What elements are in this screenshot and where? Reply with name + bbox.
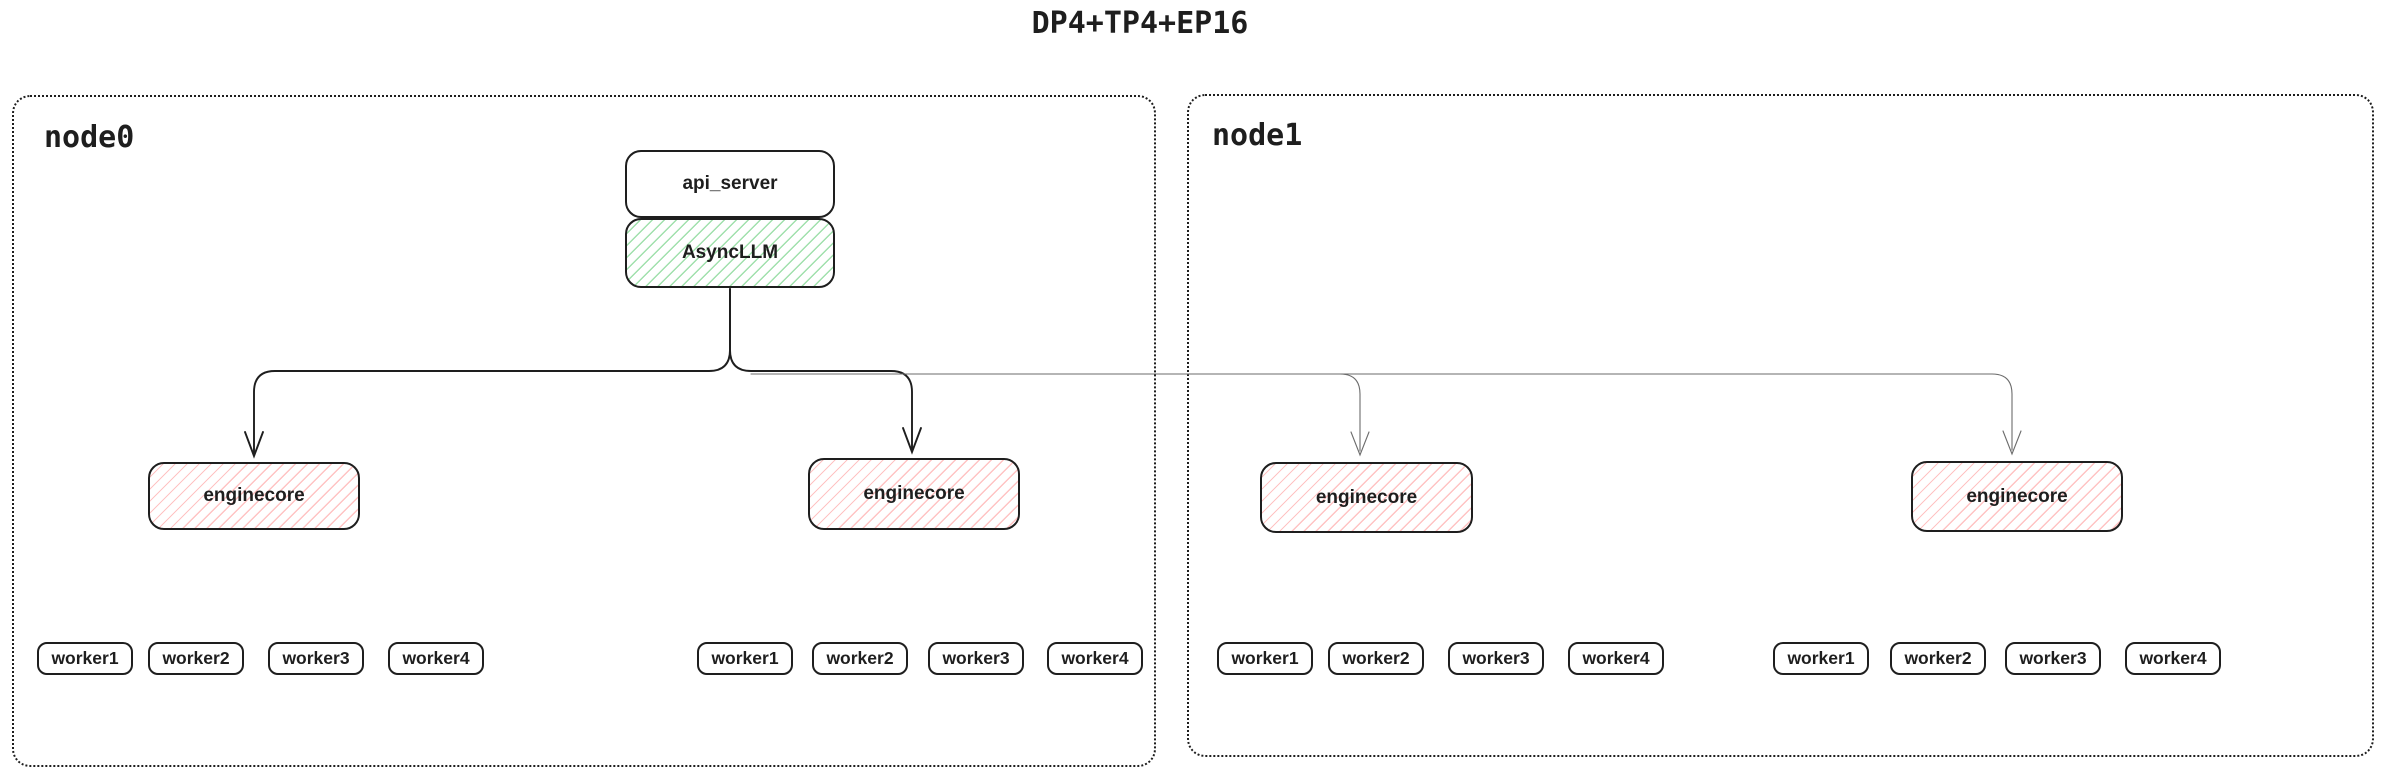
node0-enginecore-1-box: enginecore bbox=[808, 458, 1020, 530]
worker-box: worker2 bbox=[1328, 642, 1424, 675]
asyncllm-box: AsyncLLM bbox=[625, 218, 835, 288]
worker-box: worker1 bbox=[37, 642, 133, 675]
worker-box: worker4 bbox=[388, 642, 484, 675]
worker-box: worker1 bbox=[1217, 642, 1313, 675]
worker-box: worker3 bbox=[1448, 642, 1544, 675]
worker-box: worker4 bbox=[2125, 642, 2221, 675]
worker-box: worker1 bbox=[697, 642, 793, 675]
worker-box: worker3 bbox=[2005, 642, 2101, 675]
worker-box: worker2 bbox=[812, 642, 908, 675]
node0-enginecore-0-box: enginecore bbox=[148, 462, 360, 530]
diagram-title: DP4+TP4+EP16 bbox=[1031, 6, 1249, 41]
node1-enginecore-0-box: enginecore bbox=[1260, 462, 1473, 533]
enginecore-label: enginecore bbox=[1315, 486, 1418, 508]
node0-label: node0 bbox=[44, 120, 135, 155]
asyncllm-label: AsyncLLM bbox=[681, 242, 779, 263]
worker-box: worker2 bbox=[148, 642, 244, 675]
worker-box: worker3 bbox=[928, 642, 1024, 675]
enginecore-label: enginecore bbox=[1966, 485, 2068, 507]
worker-box: worker4 bbox=[1568, 642, 1664, 675]
enginecore-label: enginecore bbox=[863, 483, 965, 504]
worker-box: worker4 bbox=[1047, 642, 1143, 675]
worker-box: worker2 bbox=[1890, 642, 1986, 675]
api-server-box: api_server bbox=[625, 150, 835, 218]
api-server-label: api_server bbox=[682, 173, 778, 194]
worker-box: worker3 bbox=[268, 642, 364, 675]
node1-label: node1 bbox=[1212, 118, 1303, 153]
enginecore-label: enginecore bbox=[203, 485, 305, 506]
node1-enginecore-1-box: enginecore bbox=[1911, 461, 2123, 532]
worker-box: worker1 bbox=[1773, 642, 1869, 675]
